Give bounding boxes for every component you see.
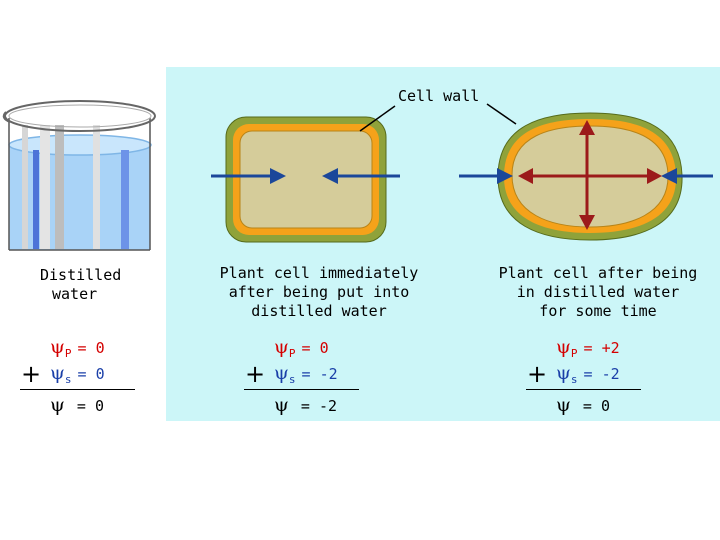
value: = -2 <box>300 397 338 415</box>
value: = -2 <box>301 365 338 383</box>
subscript: P <box>570 347 578 360</box>
cell-wall-label: Cell wall <box>398 87 480 105</box>
value: = -2 <box>583 365 620 383</box>
plus-sign: + <box>21 360 42 388</box>
subscript: s <box>64 373 72 386</box>
value: = 0 <box>301 339 329 357</box>
pressure-potential-row: ψP = 0 <box>274 336 329 361</box>
caption-line: Plant cell immediately <box>219 264 419 282</box>
plus-sign: + <box>245 360 266 388</box>
plus-sign: + <box>527 360 548 388</box>
plant-cell-immediately <box>225 116 387 243</box>
blue-arrow-icon <box>459 168 513 184</box>
value: = 0 <box>76 397 104 415</box>
value: = 0 <box>77 339 105 357</box>
caption-line: Plant cell after being <box>498 264 698 282</box>
blue-arrow-icon <box>211 168 286 184</box>
psi-symbol: ψ <box>50 336 65 358</box>
psi-symbol: ψ <box>556 362 571 384</box>
sum-rule <box>20 389 135 390</box>
subscript: P <box>64 347 72 360</box>
caption-line: distilled water <box>251 302 387 320</box>
caption-line: Distilled <box>40 266 122 284</box>
pressure-potential-row: ψP = +2 <box>556 336 620 361</box>
subscript: s <box>570 373 578 386</box>
beaker-with-water-icon <box>2 100 156 251</box>
pressure-potential-row: ψP = 0 <box>50 336 105 361</box>
solute-potential-row: ψs = 0 <box>50 362 105 387</box>
water-potential-row: ψ = 0 <box>50 394 104 416</box>
sum-rule <box>526 389 641 390</box>
caption-line: water <box>52 285 98 303</box>
subscript: P <box>288 347 296 360</box>
water-potential-row: ψ = 0 <box>556 394 610 416</box>
blue-arrow-icon <box>322 168 400 184</box>
caption-cell-after-time: Plant cell after being in distilled wate… <box>483 264 713 321</box>
psi-symbol: ψ <box>556 394 571 416</box>
blue-arrow-icon <box>661 168 713 184</box>
cell-wall-pointer-line <box>359 105 396 132</box>
psi-symbol: ψ <box>50 362 65 384</box>
psi-symbol: ψ <box>274 394 289 416</box>
value: = +2 <box>583 339 620 357</box>
psi-symbol: ψ <box>50 394 65 416</box>
psi-symbol: ψ <box>556 336 571 358</box>
psi-symbol: ψ <box>274 336 289 358</box>
caption-line: after being put into <box>228 283 410 301</box>
caption-distilled-water: Distilled water <box>40 266 121 304</box>
caption-line: in distilled water <box>516 283 680 301</box>
value: = 0 <box>77 365 105 383</box>
solute-potential-row: ψs = -2 <box>556 362 620 387</box>
red-arrow-icon <box>518 120 662 230</box>
caption-line: for some time <box>539 302 657 320</box>
solute-potential-row: ψs = -2 <box>274 362 338 387</box>
caption-cell-immediately: Plant cell immediately after being put i… <box>196 264 442 321</box>
subscript: s <box>288 373 296 386</box>
value: = 0 <box>582 397 610 415</box>
water-potential-row: ψ = -2 <box>274 394 338 416</box>
psi-symbol: ψ <box>274 362 289 384</box>
sum-rule <box>244 389 359 390</box>
cell-wall-pointer-line <box>486 103 517 125</box>
